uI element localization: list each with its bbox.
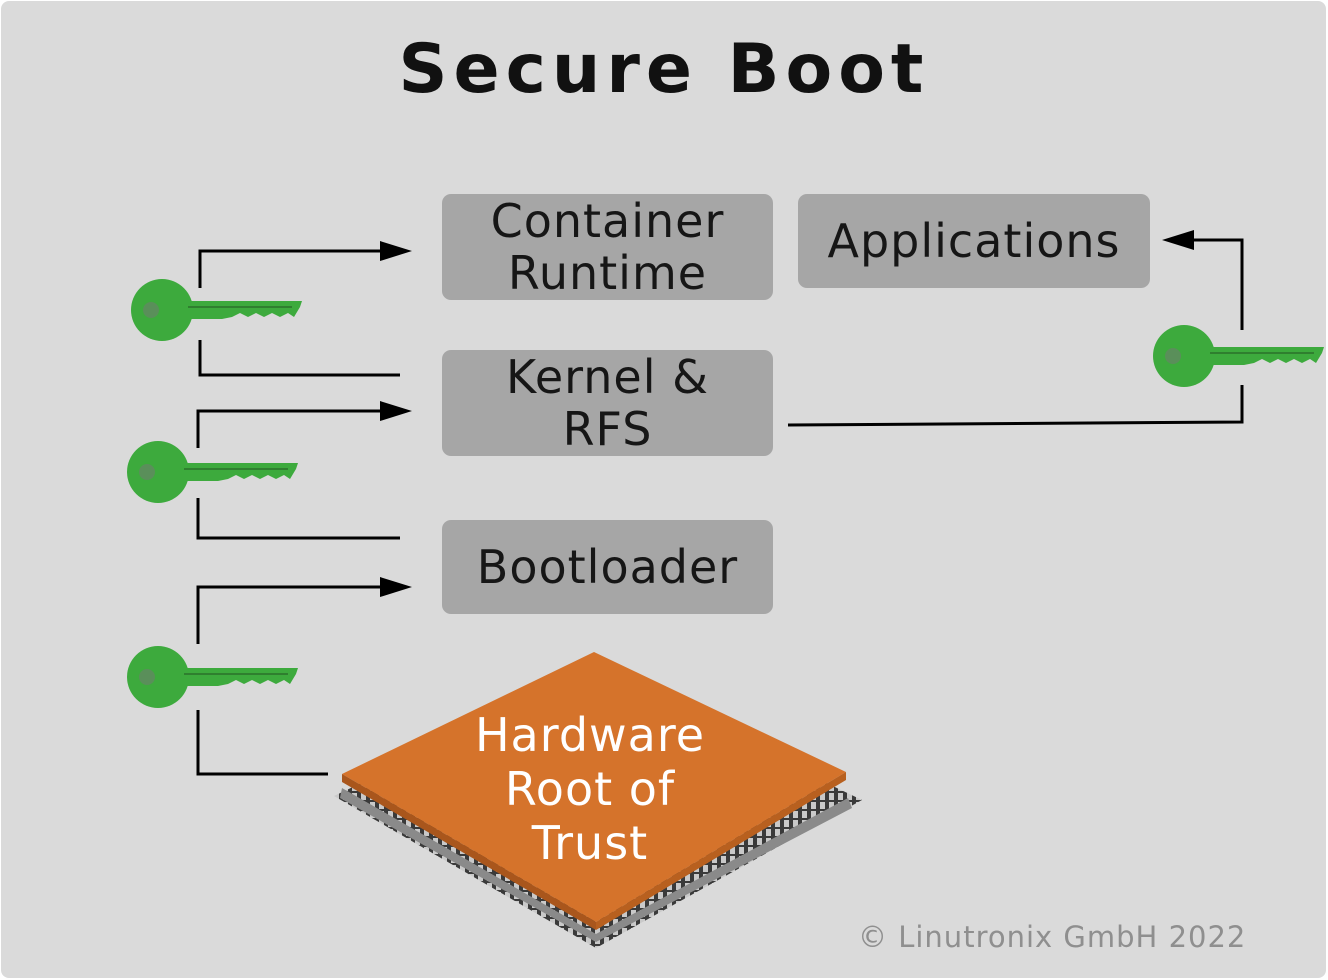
key-icon (126, 645, 299, 709)
diagram-title: Secure Boot (398, 30, 930, 109)
arrowhead (380, 577, 412, 597)
connector-kernel-to-apps (787, 385, 1244, 427)
chip-icon (334, 652, 862, 948)
key-icon (1152, 324, 1325, 388)
key-icon (130, 278, 303, 342)
arrowhead (1162, 230, 1194, 250)
connector-chip-to-boot (196, 710, 328, 776)
kernel-rfs-box: Kernel & RFS (442, 350, 773, 456)
key-icon (126, 440, 299, 504)
container-runtime-box: Container Runtime (442, 194, 773, 300)
arrowhead (380, 401, 412, 421)
copyright-notice: © Linutronix GmbH 2022 (858, 920, 1247, 954)
connector-key4-to-apps (1192, 238, 1244, 330)
connector-key3-to-boot (196, 585, 380, 644)
arrowhead (380, 241, 412, 261)
applications-box: Applications (798, 194, 1150, 288)
bootloader-box: Bootloader (442, 520, 773, 614)
hardware-root-of-trust-label: Hardware Root of Trust (474, 708, 706, 870)
connector-kernel-to-container (198, 340, 400, 377)
connector-key1-to-container (198, 249, 380, 288)
connector-boot-to-kernel (196, 498, 400, 540)
connector-key2-to-kernel (196, 409, 380, 448)
